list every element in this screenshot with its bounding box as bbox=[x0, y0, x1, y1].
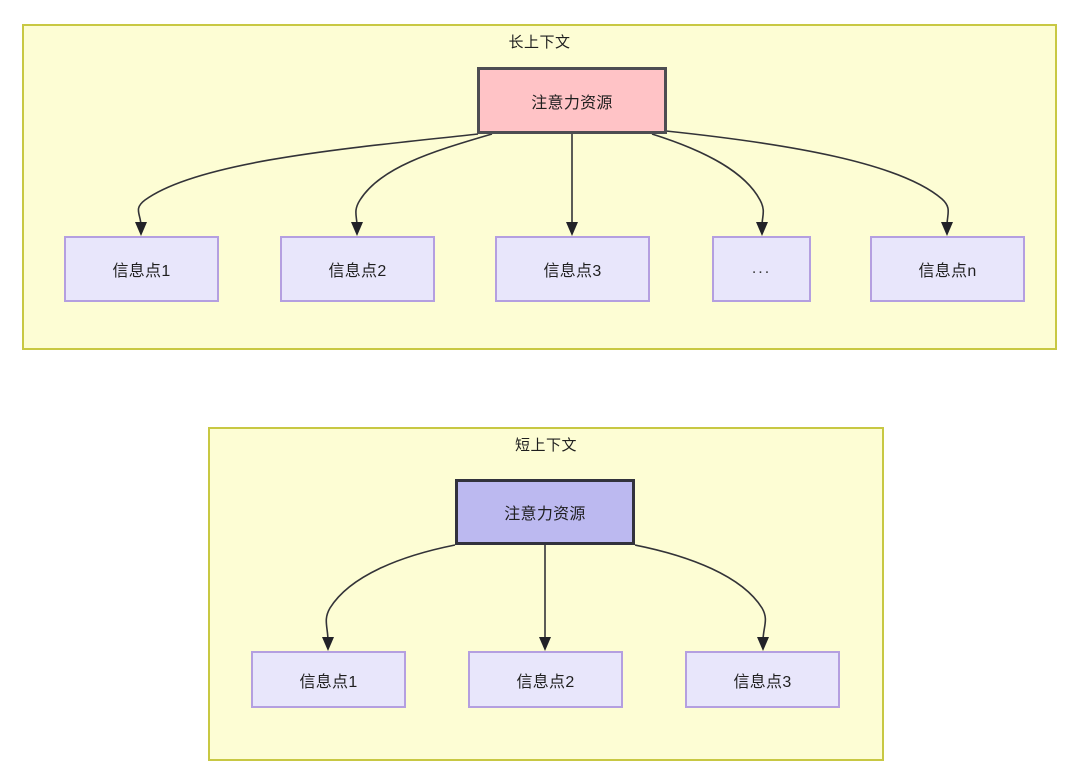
node-attention-resource-short[interactable]: 注意力资源 bbox=[455, 479, 635, 545]
node-attention-resource-long[interactable]: 注意力资源 bbox=[477, 67, 667, 134]
node-info-point-short-1[interactable]: 信息点1 bbox=[251, 651, 406, 708]
node-info-point-long-ellipsis[interactable]: ... bbox=[712, 236, 811, 302]
node-info-point-long-2[interactable]: 信息点2 bbox=[280, 236, 435, 302]
node-info-point-short-2[interactable]: 信息点2 bbox=[468, 651, 623, 708]
node-info-point-long-3[interactable]: 信息点3 bbox=[495, 236, 650, 302]
group-short-context bbox=[208, 427, 884, 761]
node-info-point-long-1[interactable]: 信息点1 bbox=[64, 236, 219, 302]
group-long-context-title: 长上下文 bbox=[508, 34, 571, 51]
node-info-point-long-n[interactable]: 信息点n bbox=[870, 236, 1025, 302]
node-info-point-short-3[interactable]: 信息点3 bbox=[685, 651, 840, 708]
group-short-context-title: 短上下文 bbox=[514, 437, 577, 454]
